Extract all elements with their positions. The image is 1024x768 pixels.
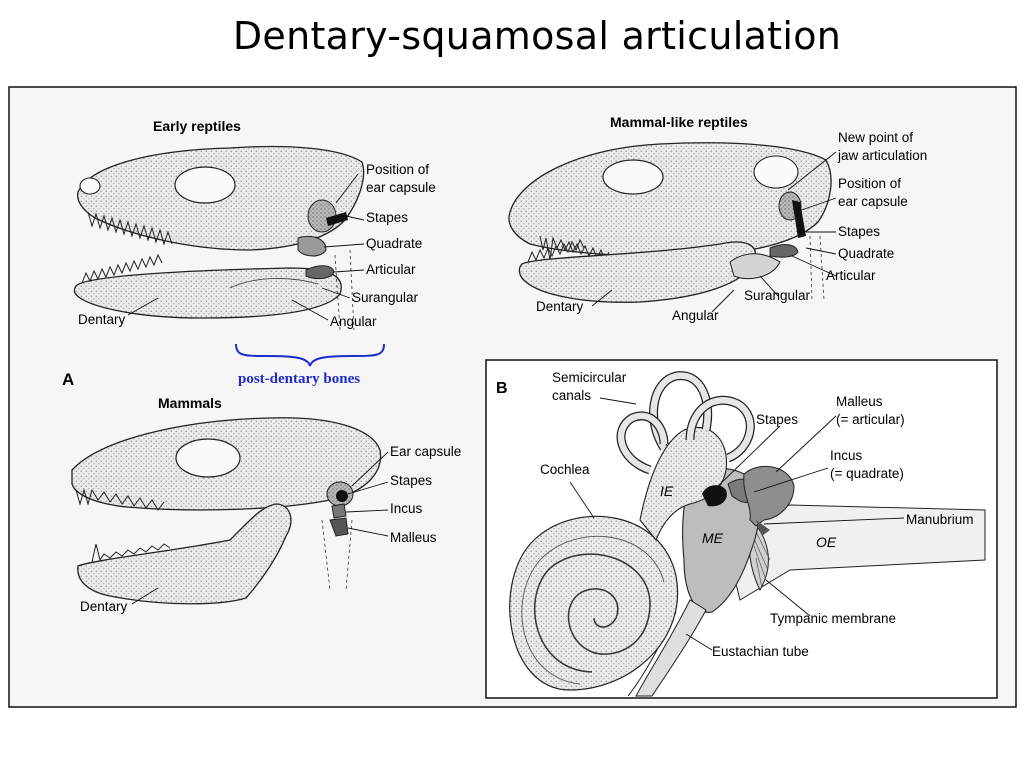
cochlea-label: Cochlea [540,462,590,477]
mammal-malleus [329,517,349,537]
mammal-dentary-label: Dentary [80,599,128,614]
mammal-mandible [77,503,292,605]
early-reptile-mandible [73,267,342,319]
mlr-lower-teeth [527,238,585,263]
early-reptile-nostril [79,177,101,195]
tympanic-label: Tympanic membrane [770,611,896,626]
panel-b-label: B [496,380,508,397]
early-reptile-ear-capsule [307,199,337,233]
middle-ear-cavity [682,467,760,613]
mlr-ear-position-label-2: ear capsule [838,194,908,209]
early-ear-position-label-1: Position of [366,162,429,177]
early-surangular-label: Surangular [352,290,419,305]
early-articular-label: Articular [366,262,416,277]
mammal-malleus-label: Malleus [390,530,437,545]
incus-label-1: Incus [830,448,863,463]
mammal-skull: Mammals Ear capsule Stapes Incus [71,395,461,614]
cochlea-shape [509,515,679,691]
early-stapes-label: Stapes [366,210,408,225]
vestibule-shape [639,426,728,542]
mlr-orbit [602,159,664,195]
early-dentary-label: Dentary [78,312,126,327]
early-quadrate-label: Quadrate [366,236,422,251]
ossicle-manubrium [756,520,770,536]
mlr-stapes [792,200,806,238]
outer-ear-label: OE [816,534,837,550]
mammal-incus [331,503,347,519]
mammal-lower-teeth [91,543,171,563]
inner-ear-label: IE [660,483,674,499]
manubrium-label: Manubrium [906,512,974,527]
early-reptile-articular [305,265,335,280]
early-angular-label: Angular [330,314,377,329]
early-reptile-lower-teeth [81,253,163,284]
mlr-quadrate-label: Quadrate [838,246,894,261]
outer-ear-canal [719,504,986,601]
early-reptile-stapes [326,212,348,226]
mlr-ear-position-label-1: Position of [838,176,901,191]
mlr-dentary-label: Dentary [536,299,584,314]
mlr-surangular-label: Surangular [744,288,811,303]
panel-a-label: A [62,370,74,389]
mlr-surangular-shape [729,253,781,280]
mammal-like-reptile-skull: Mammal-like reptiles N [508,114,927,323]
mlr-articular [769,244,799,258]
post-dentary-label: post-dentary bones [238,371,360,387]
mammal-stapes [336,490,348,502]
panel-a: A Early reptiles [62,114,927,614]
panel-b: B IE M [485,359,998,699]
mlr-stapes-label: Stapes [838,224,880,239]
ossicle-stapes [702,485,727,507]
mlr-articular-label: Articular [826,268,876,283]
slide-title: Dentary-squamosal articulation [232,14,842,58]
mammal-like-heading: Mammal-like reptiles [610,114,748,130]
mammal-upper-teeth [75,488,165,511]
mlr-temporal-opening [753,155,799,189]
mammals-heading: Mammals [158,395,222,411]
malleus-label-2: (= articular) [836,412,905,427]
semicircular-label-2: canals [552,388,591,403]
mammal-ear-capsule-label: Ear capsule [390,444,461,459]
early-reptiles-heading: Early reptiles [153,118,241,134]
incus-label-2: (= quadrate) [830,466,904,481]
eustachian-label: Eustachian tube [712,644,809,659]
mammal-orbit [175,438,241,478]
stapes-label-b: Stapes [756,412,798,427]
middle-ear-label: ME [702,530,724,546]
mlr-new-point-label-2: jaw articulation [837,148,927,163]
malleus-label-1: Malleus [836,394,883,409]
early-reptile-orbit [174,166,236,204]
early-reptile-quadrate [297,236,327,257]
mammal-incus-label: Incus [390,501,423,516]
mlr-mandible [518,241,757,303]
post-dentary-brace [235,343,385,367]
mammal-stapes-label: Stapes [390,473,432,488]
ossicle-malleus [743,465,795,527]
early-ear-position-label-2: ear capsule [366,180,436,195]
mlr-angular-label: Angular [672,308,719,323]
semicircular-label-1: Semicircular [552,370,627,385]
eustachian-tube-shape [635,599,707,697]
early-reptile-upper-teeth [87,211,173,246]
early-reptile-skull: Early reptiles Position [73,118,436,387]
mlr-new-point-label-1: New point of [838,130,913,145]
